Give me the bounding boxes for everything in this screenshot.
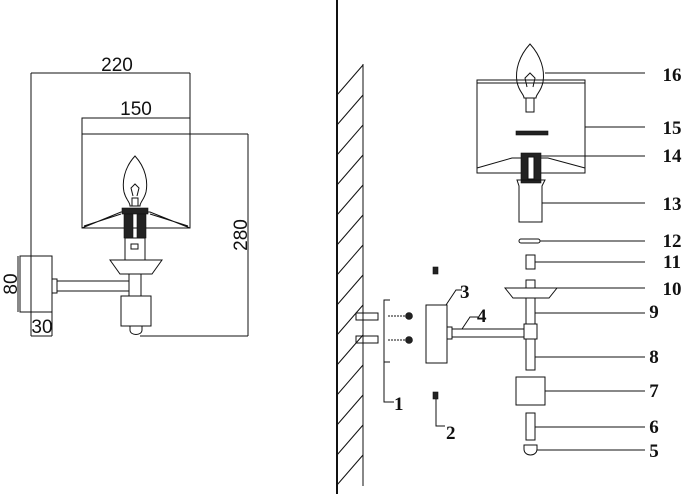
- part-label-2: 2: [446, 423, 456, 444]
- hatch-line: [336, 334, 364, 366]
- hatch-line: [336, 454, 364, 486]
- leader-3: [445, 289, 462, 306]
- part-label-8: 8: [649, 347, 659, 368]
- hatch-line: [336, 274, 364, 306]
- backplate: [19, 255, 53, 313]
- exploded-view: 1 2 3 4: [355, 43, 683, 462]
- socket-thread-right: [136, 213, 147, 239]
- joint-part: [523, 323, 538, 340]
- hatch-line: [336, 424, 364, 456]
- screw-head: [405, 336, 413, 344]
- hatch-line: [336, 304, 364, 336]
- hatch-line: [336, 124, 364, 156]
- part-label-16: 16: [663, 65, 682, 86]
- part-label-7: 7: [649, 381, 659, 402]
- wall-anchors: [355, 312, 379, 344]
- lower-stem-part: [525, 338, 536, 371]
- finial: [129, 325, 143, 335]
- part-label-13: 13: [663, 194, 682, 215]
- hatch-line: [336, 184, 364, 216]
- bulb-filament: [130, 183, 140, 207]
- socket-collar: [121, 207, 149, 215]
- hatch-line: [336, 64, 364, 96]
- leader-2: [435, 399, 445, 427]
- hatch-line: [336, 214, 364, 246]
- bulb-base: [524, 72, 536, 113]
- assembled-view: 220 150 80 30 280: [1, 55, 252, 338]
- stem: [128, 273, 142, 297]
- tube-part: [525, 412, 536, 441]
- arm-connector: [51, 278, 58, 294]
- hatch-line: [336, 364, 364, 396]
- lamp-shade: [81, 117, 191, 229]
- arm-part: [451, 328, 525, 338]
- part-label-4: 4: [477, 306, 487, 327]
- bulb-part: [516, 43, 544, 99]
- cup-part: [503, 287, 559, 299]
- dim-280-label: 280: [231, 219, 252, 251]
- socket-slot: [130, 243, 139, 250]
- mounting-bracket: [383, 299, 390, 363]
- finial-part: [523, 444, 538, 456]
- part-label-9: 9: [649, 302, 659, 323]
- dim-80-label: 80: [1, 273, 22, 294]
- arm: [55, 280, 130, 292]
- socket-part-slot: [527, 156, 535, 180]
- dim-30-label: 30: [31, 317, 52, 338]
- washer-part: [518, 238, 541, 244]
- part-label-12: 12: [663, 231, 682, 252]
- part-label-1: 1: [394, 394, 404, 415]
- arm-connector-part: [446, 326, 453, 340]
- hatch-line: [336, 154, 364, 186]
- dim-220-label: 220: [101, 55, 133, 76]
- part-label-10: 10: [663, 279, 682, 300]
- part-label-11: 11: [663, 252, 681, 273]
- shade-ring: [515, 130, 549, 136]
- shade-frame: [81, 211, 191, 229]
- screws: [388, 315, 406, 341]
- part-label-6: 6: [649, 417, 659, 438]
- hatch-line: [336, 244, 364, 276]
- hatch-line: [336, 94, 364, 126]
- decor-box-part: [515, 376, 546, 406]
- cup: [109, 259, 163, 275]
- nut-part: [525, 254, 536, 270]
- wall: [336, 0, 364, 494]
- backplate-part: [425, 304, 448, 364]
- dim-150-label: 150: [120, 99, 152, 120]
- small-screw-top: [432, 266, 439, 275]
- screw-head: [405, 312, 413, 320]
- small-screw-bottom: [432, 391, 439, 400]
- hatch-line: [336, 394, 364, 426]
- wall-hatching: [336, 64, 364, 486]
- upper-stem-part: [525, 279, 536, 325]
- part-label-3: 3: [460, 282, 470, 303]
- leader-4: [461, 316, 478, 330]
- leader-1: [383, 362, 394, 403]
- part-label-15: 15: [663, 118, 682, 139]
- part-label-5: 5: [649, 441, 659, 462]
- decor-box: [120, 295, 152, 327]
- socket-thread-left: [123, 213, 134, 239]
- part-label-14: 14: [663, 146, 683, 167]
- socket-cover-part: [516, 179, 546, 223]
